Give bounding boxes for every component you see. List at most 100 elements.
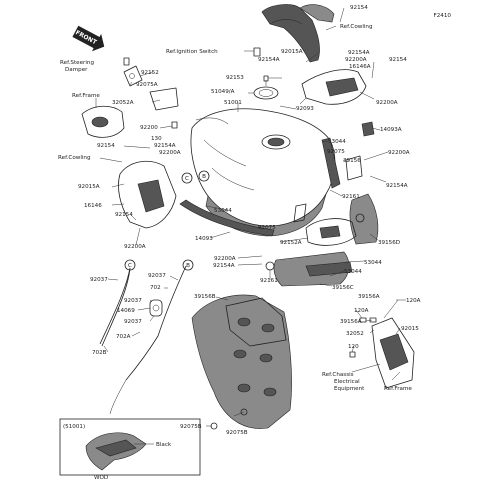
label-92152a: 92152A — [280, 240, 302, 246]
label-electrical: Electrical — [334, 379, 360, 385]
fuel-hose-parts — [99, 265, 187, 415]
label-702: 702 — [150, 285, 161, 291]
label-14093: 14093 — [195, 236, 213, 242]
label-92037-a: 92037 — [90, 277, 108, 283]
label-92093: 92093 — [296, 106, 314, 112]
callout-marker-c-1: C — [181, 172, 193, 184]
label-39156d: 39156D — [378, 240, 400, 246]
label-120a-left: 120A — [354, 308, 369, 314]
label-92154a-mid-right: 92154A — [386, 183, 408, 189]
label-92015a-left: 92015A — [78, 184, 100, 190]
label-92037-d: 92037 — [124, 319, 142, 325]
callout-marker-c-2: C — [124, 259, 136, 271]
label-ref-frame-left: Ref.Frame — [72, 93, 100, 99]
label-92161-lower: 92161 — [260, 278, 278, 284]
right-side-cover-part — [299, 69, 367, 105]
label-120: 120 — [348, 344, 359, 350]
svg-text:C: C — [128, 263, 132, 269]
callout-marker-b-2: B — [182, 259, 194, 271]
label-53044-lower-1: 53044 — [364, 260, 382, 266]
label-92037-c: 92037 — [124, 298, 142, 304]
svg-text:B: B — [186, 263, 190, 269]
front-direction-arrow: FRONT — [72, 25, 105, 52]
label-16146: 16146 — [84, 203, 102, 209]
label-92075b-right: 92075B — [226, 430, 248, 436]
electrical-bracket-part — [349, 317, 415, 389]
label-130: 130 — [151, 136, 162, 142]
callout-marker-b-1: B — [198, 170, 210, 182]
label-702a: 702A — [116, 334, 131, 340]
label-92200a-lower-left: 92200A — [124, 244, 146, 250]
inset-detail-box: (51001) Black WOD — [59, 418, 201, 481]
label-53044-upper: 53044 — [328, 139, 346, 145]
label-120a-right: 120A — [406, 298, 421, 304]
label-53044-lower-2: 53044 — [344, 269, 362, 275]
label-92075-upper: 92075 — [327, 149, 345, 155]
label-92200: 92200 — [140, 125, 158, 131]
label-53044-mid: 53044 — [214, 208, 232, 214]
label-92075b-left: 92075B — [180, 424, 202, 430]
label-ref-frame-right: Ref.Frame — [384, 386, 412, 392]
lower-trim-strips — [179, 199, 307, 237]
label-damper: Damper — [65, 67, 88, 73]
label-92200a-left: 92200A — [159, 150, 181, 156]
left-tank-cover-part — [118, 160, 177, 229]
label-39156c: 39156C — [332, 285, 354, 291]
label-14093a: 14093A — [380, 127, 402, 133]
label-39156b: 39156B — [194, 294, 216, 300]
label-equipment: Equipment — [334, 386, 365, 392]
label-ref-chassis: Ref.Chassis — [322, 372, 354, 378]
label-92154-left: 92154 — [97, 143, 115, 149]
label-702b: 702B — [92, 350, 107, 356]
label-92161-upper: 92161 — [342, 194, 360, 200]
label-16146a: 16146A — [349, 64, 371, 70]
label-92015a-top: 92015A — [281, 49, 303, 55]
front-panel-part — [265, 251, 353, 287]
label-92200a-center: 92200A — [214, 256, 236, 262]
frame-bracket-part — [81, 87, 179, 138]
label-39156a-top: 39156A — [358, 294, 380, 300]
label-32052: 32052 — [346, 331, 364, 337]
label-39156: 39156 — [343, 158, 361, 164]
label-14069: 14069 — [117, 308, 135, 314]
svg-text:C: C — [185, 176, 189, 182]
label-92153: 92153 — [226, 75, 244, 81]
label-92200a-mid-right: 92200A — [388, 150, 410, 156]
label-92200a-right: 92200A — [376, 100, 398, 106]
label-92154a-top: 92154A — [348, 50, 370, 56]
label-92154a-upper: 92154A — [258, 57, 280, 63]
svg-text:B: B — [202, 174, 206, 180]
label-ref-cowling-left: Ref.Cowling — [58, 155, 91, 161]
heat-shield-part — [191, 294, 292, 430]
label-92154a-center: 92154A — [213, 263, 235, 269]
label-92154a-left: 92154A — [154, 143, 176, 149]
ignition-cap-part — [253, 47, 279, 100]
label-92154-right: 92154 — [389, 57, 407, 63]
leader-lines — [95, 7, 406, 427]
inset-footer: WOD — [94, 475, 108, 481]
label-ref-steering: Ref.Steering — [60, 60, 94, 66]
label-92075-mid: 92075 — [258, 225, 276, 231]
label-92075a: 92075A — [136, 82, 158, 88]
right-strip-part — [321, 121, 375, 189]
label-92015: 92015 — [401, 326, 419, 332]
center-rubber-part — [305, 213, 365, 246]
label-ref-cowling-right: Ref.Cowling — [340, 24, 373, 30]
label-92200a-top: 92200A — [345, 57, 367, 63]
diagram-code: F2410 — [434, 13, 452, 19]
label-51001: 51001 — [224, 100, 242, 106]
label-92154-top: 92154 — [350, 5, 368, 11]
inset-note: Black — [156, 442, 172, 448]
label-92037-b: 92037 — [148, 273, 166, 279]
label-39156a-lower: 39156A — [340, 319, 362, 325]
steering-damper-bracket-part — [123, 57, 143, 87]
label-ref-ignition-switch: Ref.Ignition Switch — [166, 49, 218, 55]
label-32052a: 32052A — [112, 100, 134, 106]
label-92152: 92152 — [141, 70, 159, 76]
label-92154-lower-left: 92154 — [115, 212, 133, 218]
upper-cowling-part — [261, 4, 335, 63]
label-51049a: 51049/A — [211, 89, 235, 95]
inset-title: (51001) — [63, 424, 85, 430]
